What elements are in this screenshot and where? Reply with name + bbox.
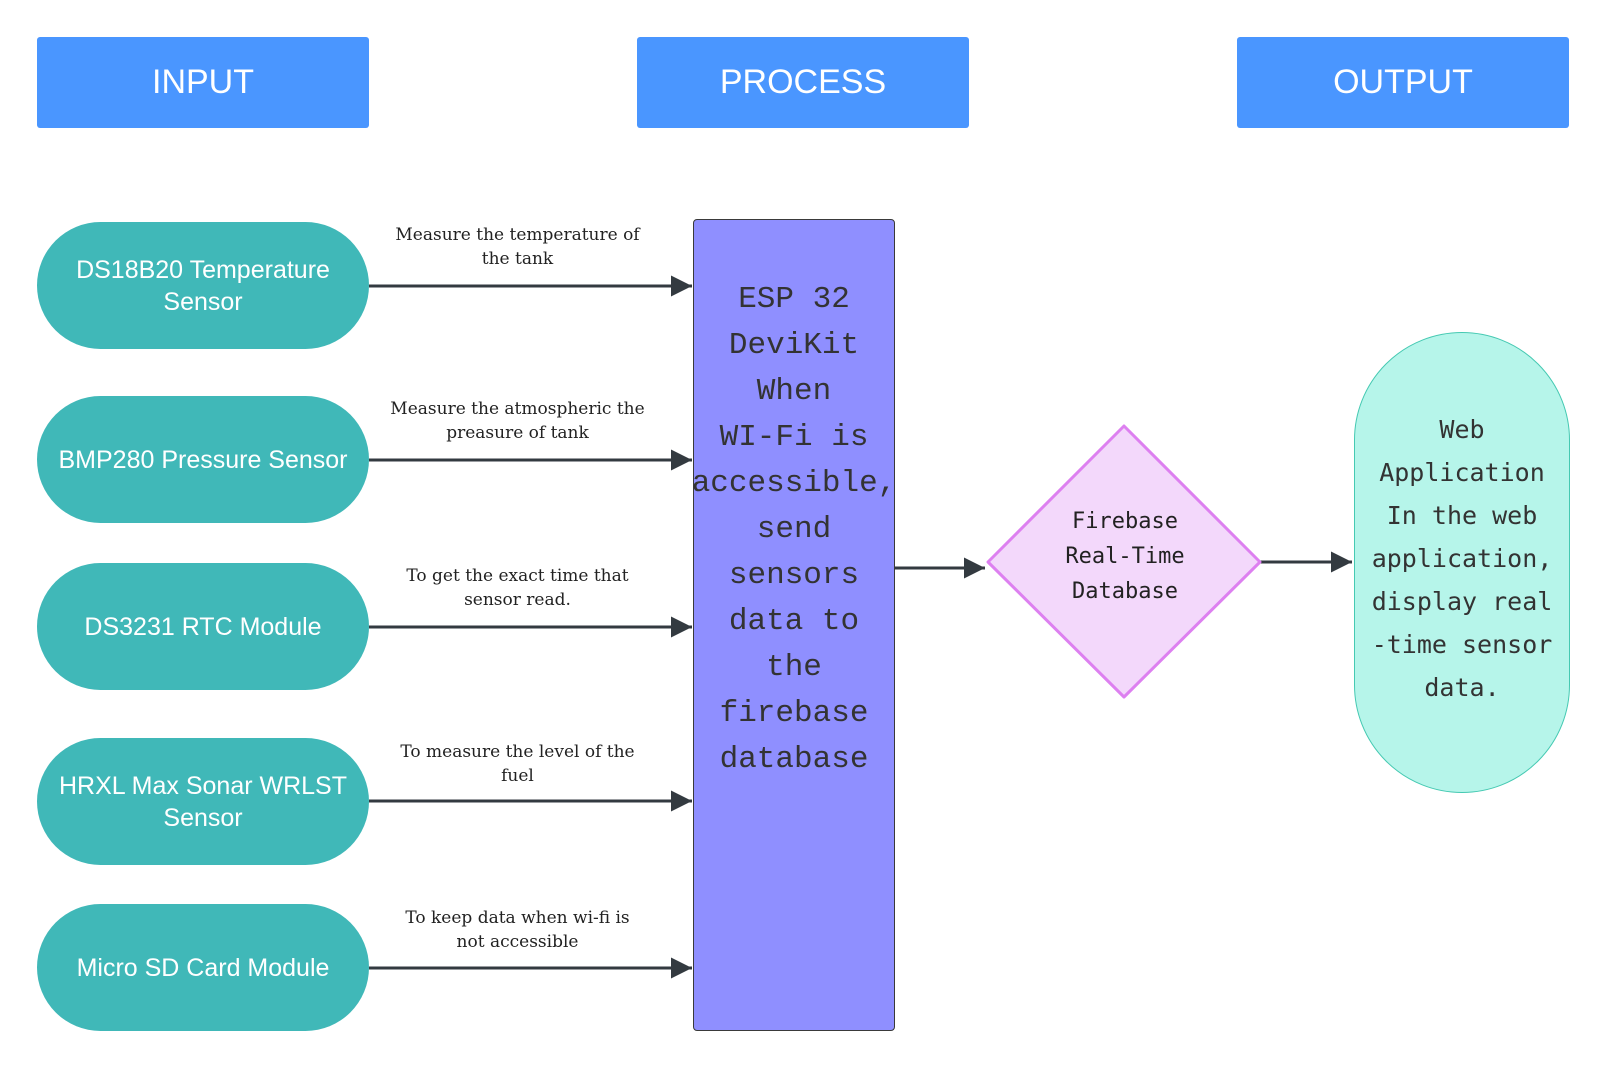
input-temperature-sensor: DS18B20 Temperature Sensor <box>37 222 369 349</box>
database-text: Firebase Real-Time Database <box>1065 509 1185 604</box>
input-rtc-module: DS3231 RTC Module <box>37 563 369 690</box>
output-text: Web Application In the web application, … <box>1371 415 1553 702</box>
input-pressure-sensor: BMP280 Pressure Sensor <box>37 396 369 523</box>
header-input: INPUT <box>37 37 369 128</box>
input-sd-card-module: Micro SD Card Module <box>37 904 369 1031</box>
input-sonar-sensor: HRXL Max Sonar WRLST Sensor <box>37 738 369 865</box>
edge-label-sd-card: To keep data when wi-fi is not accessibl… <box>405 908 630 952</box>
database-diamond <box>986 424 1262 699</box>
edge-label-pressure: Measure the atmospheric the preasure of … <box>390 399 645 443</box>
header-process: PROCESS <box>637 37 969 128</box>
header-output: OUTPUT <box>1237 37 1569 128</box>
edge-label-fuel-level: To measure the level of the fuel <box>400 742 635 786</box>
edge-label-temperature: Measure the temperature of the tank <box>395 225 640 269</box>
process-esp32-block: ESP 32 DeviKit When WI-Fi is accessible,… <box>691 219 897 1031</box>
output-web-application: Web Application In the web application, … <box>1354 332 1570 793</box>
process-text: ESP 32 DeviKit When WI-Fi is accessible,… <box>691 282 897 777</box>
edge-label-rtc: To get the exact time that sensor read. <box>406 566 629 610</box>
